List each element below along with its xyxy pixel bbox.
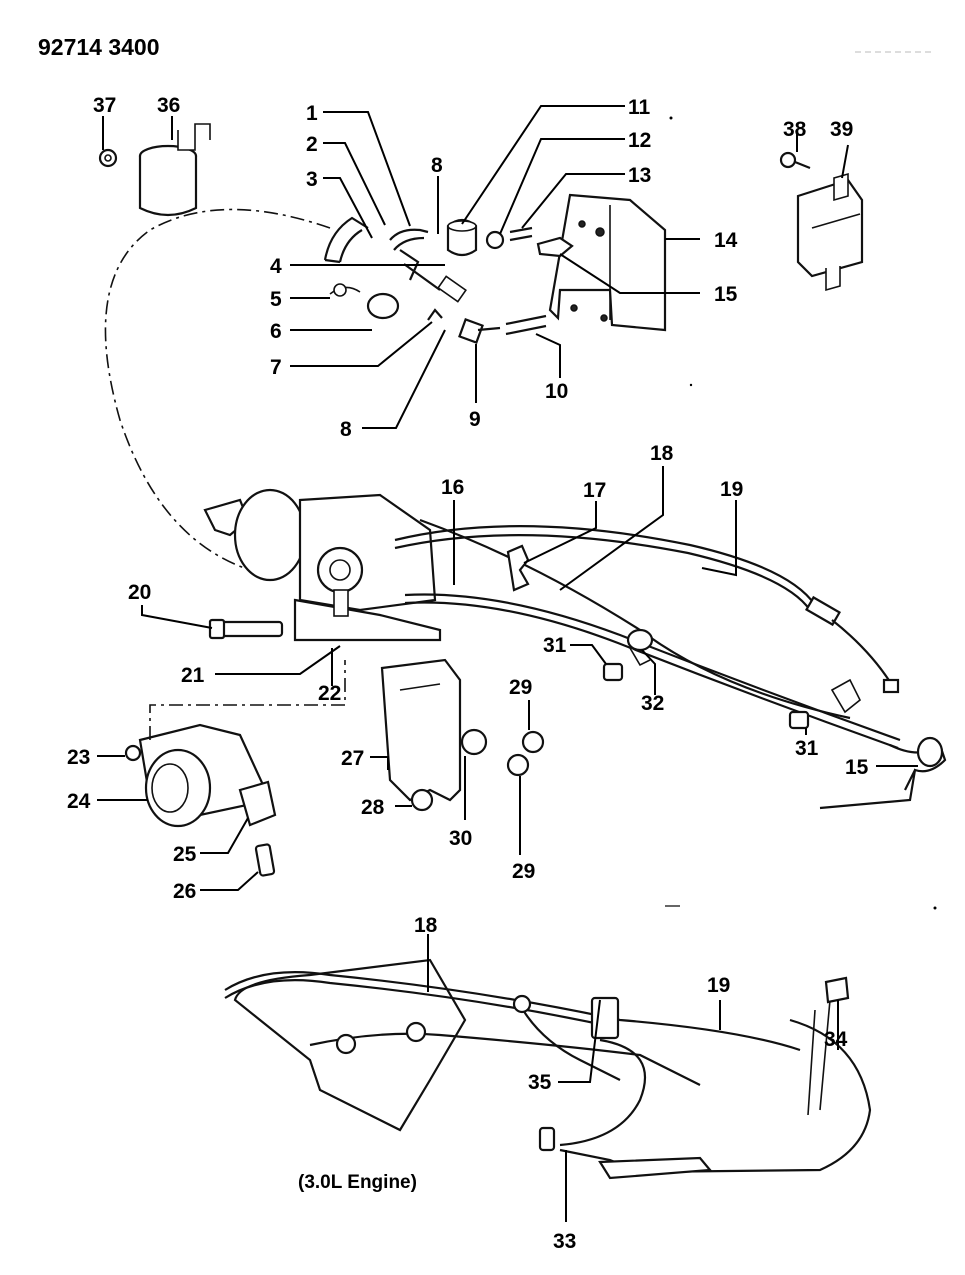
- engine-caption: (3.0L Engine): [298, 1172, 417, 1193]
- diagram-id: 92714 3400: [38, 34, 160, 60]
- clamp-32: [626, 628, 654, 667]
- callout-19-bottom: 19: [707, 974, 730, 997]
- motor-assembly: [124, 660, 346, 877]
- vacuum-hose-cluster: [323, 193, 667, 344]
- callout-5: 5: [270, 288, 282, 311]
- callout-29-bottom: 29: [512, 860, 535, 883]
- callout-1: 1: [306, 102, 318, 125]
- callout-20: 20: [128, 581, 151, 604]
- callout-21: 21: [181, 664, 205, 687]
- callout-29-top: 29: [509, 676, 532, 699]
- callout-17: 17: [583, 479, 606, 502]
- leader-lines: [97, 105, 918, 1222]
- bottom-assembly: [224, 958, 872, 1180]
- callout-15-mid: 15: [845, 756, 869, 779]
- actuator-assembly: [203, 488, 442, 642]
- callout-8-bottom: 8: [340, 418, 352, 441]
- callout-11: 11: [628, 96, 651, 119]
- callout-12: 12: [628, 129, 651, 152]
- callout-7: 7: [270, 356, 282, 379]
- callout-27: 27: [341, 747, 364, 770]
- callout-31-right: 31: [795, 737, 819, 760]
- callout-numbers: 1 2 3 4 5 6 7 8 8 9 10 11 12 13 14 15 15…: [67, 94, 869, 1253]
- callout-31-mid: 31: [543, 634, 567, 657]
- callout-16: 16: [441, 476, 464, 499]
- callout-30: 30: [449, 827, 472, 850]
- callout-34: 34: [824, 1028, 848, 1051]
- bolts-31: [602, 662, 810, 730]
- callout-13: 13: [628, 164, 651, 187]
- callout-4: 4: [270, 255, 282, 278]
- callout-23: 23: [67, 746, 90, 769]
- bolt-20: [208, 618, 284, 640]
- callout-36: 36: [157, 94, 180, 117]
- callout-35: 35: [528, 1071, 552, 1094]
- callout-38: 38: [783, 118, 807, 141]
- callout-18-bottom: 18: [414, 914, 438, 937]
- bracket-27: [380, 658, 545, 812]
- callout-28: 28: [361, 796, 385, 819]
- callout-39: 39: [830, 118, 853, 141]
- callout-33: 33: [553, 1230, 576, 1253]
- callout-18-mid: 18: [650, 442, 674, 465]
- callout-3: 3: [306, 168, 318, 191]
- callout-9: 9: [469, 408, 481, 431]
- callout-14: 14: [714, 229, 738, 252]
- callout-2: 2: [306, 133, 318, 156]
- callout-19-mid: 19: [720, 478, 743, 501]
- control-module-illustration: [779, 151, 864, 292]
- callout-24: 24: [67, 790, 91, 813]
- callout-8-top: 8: [431, 154, 443, 177]
- routing-line: [104, 208, 331, 571]
- callout-22: 22: [318, 682, 341, 705]
- clip-17: [506, 544, 530, 592]
- callout-15-top: 15: [714, 283, 738, 306]
- callout-6: 6: [270, 320, 282, 343]
- callout-32: 32: [641, 692, 664, 715]
- callout-26: 26: [173, 880, 196, 903]
- reservoir-illustration: [98, 123, 211, 217]
- callout-25: 25: [173, 843, 197, 866]
- callout-10: 10: [545, 380, 568, 403]
- callout-37: 37: [93, 94, 116, 117]
